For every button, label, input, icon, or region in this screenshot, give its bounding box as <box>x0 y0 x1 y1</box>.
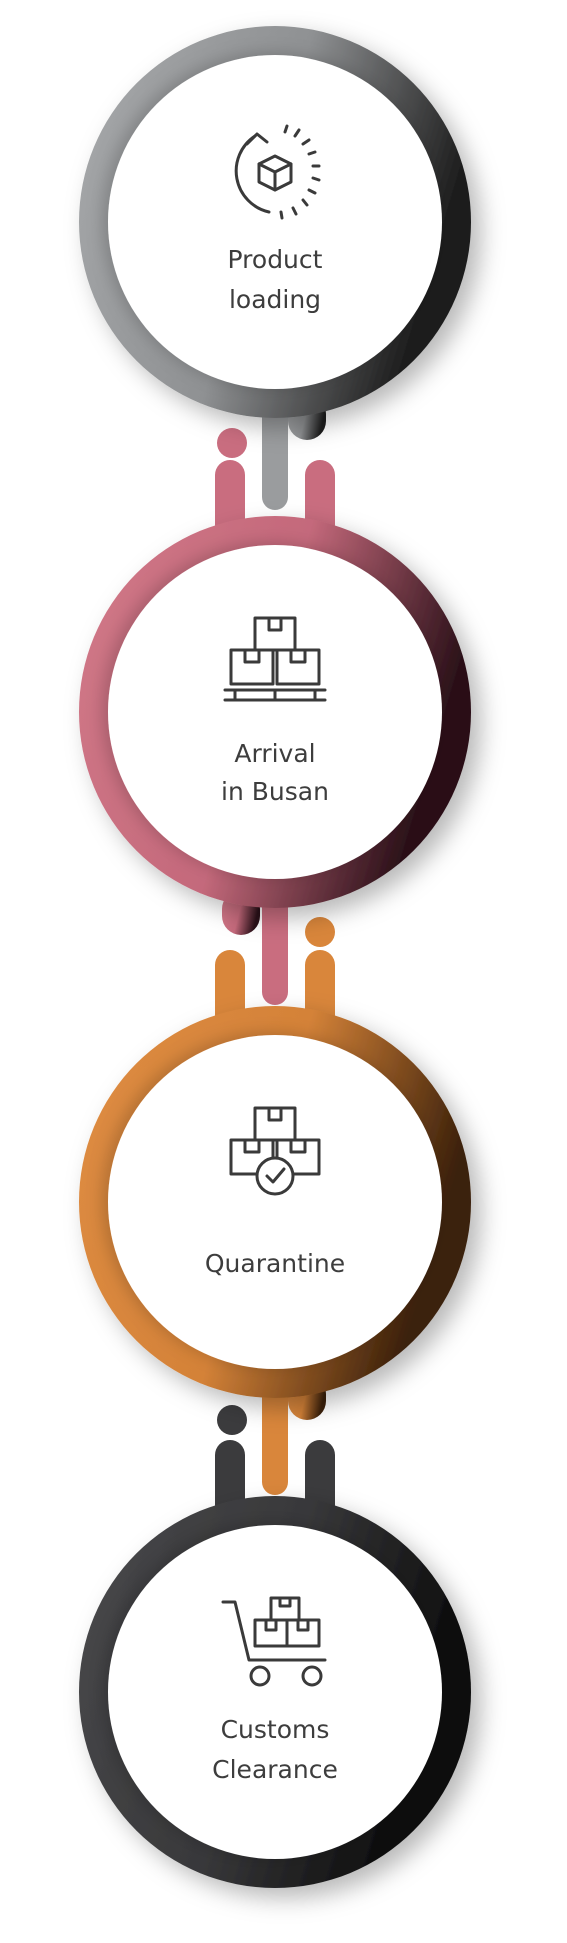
step-1-label: Product <box>228 245 323 274</box>
step-2-label-2: in Busan <box>221 777 329 806</box>
step-disc <box>108 1525 442 1859</box>
step-disc <box>108 55 442 389</box>
step-disc <box>108 545 442 879</box>
step-4-label: Customs <box>221 1715 330 1744</box>
box-rotate-icon <box>234 124 321 220</box>
step-3: Quarantine <box>79 1006 471 1520</box>
step-2-label: Arrival <box>234 739 315 768</box>
connector-stem <box>262 1380 288 1495</box>
step-3-label: Quarantine <box>205 1249 345 1278</box>
cart-boxes-icon <box>221 1596 327 1687</box>
connector-stem <box>262 890 288 1005</box>
connectors <box>262 400 288 1495</box>
boxes-checkmark-icon <box>229 1106 321 1196</box>
connector-dot <box>217 1405 247 1435</box>
stacked-boxes-pallet-icon <box>223 616 327 702</box>
step-4: Customs Clearance <box>79 1496 471 1888</box>
connector-dot <box>305 917 335 947</box>
step-1: Product loading <box>79 26 471 540</box>
connector-dot <box>217 428 247 458</box>
step-4-label-2: Clearance <box>212 1755 338 1784</box>
step-1-label-2: loading <box>229 285 321 314</box>
connector-stem <box>262 400 288 510</box>
step-disc <box>108 1035 442 1369</box>
